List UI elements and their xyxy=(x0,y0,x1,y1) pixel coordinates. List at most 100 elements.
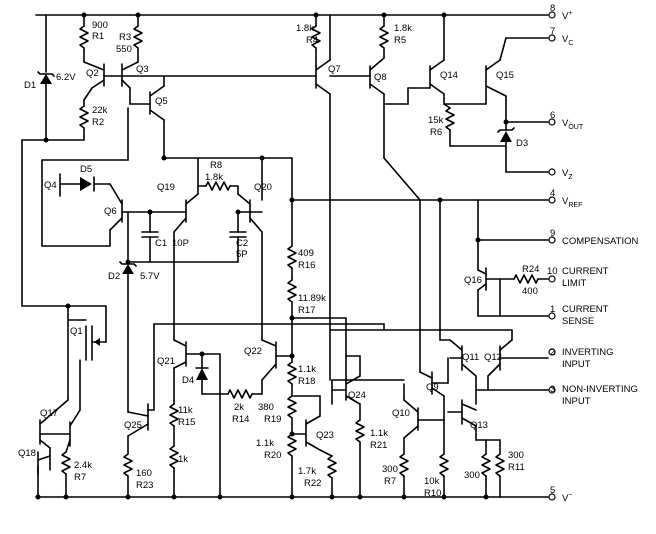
pin-10-label: 10 CURRENT LIMIT xyxy=(547,266,609,289)
r6-value: 15k xyxy=(428,115,444,126)
svg-text:NON-INVERTING: NON-INVERTING xyxy=(562,384,638,395)
r7b-value: 300 xyxy=(382,464,398,475)
svg-text:7: 7 xyxy=(550,26,555,37)
q3-label: Q3 xyxy=(136,64,149,75)
d1-value: 6.2V xyxy=(56,72,76,83)
svg-text:VREF: VREF xyxy=(562,196,582,209)
r3-value: 550 xyxy=(116,44,132,55)
q16-label: Q16 xyxy=(464,275,482,286)
r22-value: 1.7k xyxy=(298,466,316,477)
q6-label: Q6 xyxy=(104,206,117,217)
c1-value: 10P xyxy=(172,238,189,249)
svg-text:VOUT: VOUT xyxy=(562,118,584,131)
r6-ref: R6 xyxy=(430,127,442,138)
q1-label: Q1 xyxy=(70,326,83,337)
q11-label: Q11 xyxy=(462,352,479,363)
d1-ref: D1 xyxy=(24,80,36,91)
r1-ref: R1 xyxy=(92,31,104,42)
r23-ref: R23 xyxy=(136,480,153,491)
c1-ref: C1 xyxy=(155,238,167,249)
r4-value: 1.8k xyxy=(296,23,314,34)
q24-label: Q24 xyxy=(348,390,366,401)
d2-ref: D2 xyxy=(108,271,120,282)
q23-label: Q23 xyxy=(316,430,334,441)
d4-ref: D4 xyxy=(182,375,194,386)
svg-text:CURRENT: CURRENT xyxy=(562,304,609,315)
r4-ref: R4 xyxy=(306,35,318,46)
r20-ref: R20 xyxy=(264,450,281,461)
r7a-ref: R7 xyxy=(74,472,86,483)
svg-text:4: 4 xyxy=(550,188,555,199)
svg-text:SENSE: SENSE xyxy=(562,316,594,327)
q10-label: Q10 xyxy=(392,408,410,419)
r5-value: 1.8k xyxy=(394,23,412,34)
r18-value: 1.1k xyxy=(298,364,316,375)
r21-value: 1.1k xyxy=(370,428,388,439)
r19-value: 380 xyxy=(258,402,274,413)
q8-label: Q8 xyxy=(374,72,387,83)
q2-label: Q2 xyxy=(86,68,99,79)
svg-text:V+: V+ xyxy=(562,10,572,22)
q18-label: Q18 xyxy=(18,448,36,459)
d2-value: 5.7V xyxy=(140,271,160,282)
r2-ref: R2 xyxy=(92,117,104,128)
r18-ref: R18 xyxy=(298,376,315,387)
d5-ref: D5 xyxy=(80,164,92,175)
r15-value: 11k xyxy=(178,405,193,416)
r1-value: 900 xyxy=(92,20,108,31)
r8-value: 1.8k xyxy=(205,172,223,183)
r11-value: 300 xyxy=(508,450,524,461)
pin-7-label: 7 VC xyxy=(550,26,573,47)
r17-value: 11.89k xyxy=(298,293,326,304)
r15-ref: R15 xyxy=(178,417,195,428)
pin-1-label: 1 CURRENT SENSE xyxy=(550,304,609,327)
svg-text:CURRENT: CURRENT xyxy=(562,266,609,277)
r7a-value: 2.4k xyxy=(74,460,92,471)
q13-label: Q13 xyxy=(470,420,488,431)
svg-text:3: 3 xyxy=(550,384,555,395)
svg-text:INPUT: INPUT xyxy=(562,359,591,370)
q14-label: Q14 xyxy=(440,70,458,81)
svg-text:INVERTING: INVERTING xyxy=(562,347,614,358)
r11-ref: R11 xyxy=(508,462,525,473)
pin-3-label: 3 NON-INVERTING INPUT xyxy=(550,384,638,407)
svg-text:VC: VC xyxy=(562,34,573,47)
r10-value: 10k xyxy=(424,476,440,487)
svg-text:2: 2 xyxy=(550,347,555,358)
pin-8-label: 8 V+ xyxy=(550,3,572,22)
pin-6-label: 6 VOUT xyxy=(550,110,584,131)
q9-label: Q9 xyxy=(426,382,439,393)
r5-ref: R5 xyxy=(394,35,406,46)
svg-text:V−: V− xyxy=(562,492,572,504)
d3-ref: D3 xyxy=(516,138,528,149)
r16-value: 409 xyxy=(298,248,314,259)
c2-value: 5P xyxy=(236,249,248,260)
r11b-value: 300 xyxy=(464,470,480,481)
svg-text:1: 1 xyxy=(550,304,555,315)
svg-text:8: 8 xyxy=(550,3,555,14)
svg-text:5: 5 xyxy=(550,485,555,496)
q20-label: Q20 xyxy=(254,182,272,193)
r16-ref: R16 xyxy=(298,260,315,271)
r10-ref: R10 xyxy=(424,488,441,499)
r14-ref: R14 xyxy=(232,414,249,425)
r2-value: 22k xyxy=(92,105,108,116)
r19-ref: R19 xyxy=(264,414,281,425)
r17-ref: R17 xyxy=(298,305,315,316)
svg-text:COMPENSATION: COMPENSATION xyxy=(562,236,638,247)
q22-label: Q22 xyxy=(244,346,262,357)
q21-label: Q21 xyxy=(157,356,175,367)
pin-vz-label: VZ xyxy=(562,168,573,181)
q15-label: Q15 xyxy=(496,70,514,81)
r22-ref: R22 xyxy=(304,478,321,489)
r24-ref: R24 xyxy=(522,264,539,275)
r21-ref: R21 xyxy=(370,440,387,451)
svg-text:VZ: VZ xyxy=(562,168,573,181)
svg-text:LIMIT: LIMIT xyxy=(562,278,586,289)
svg-text:10: 10 xyxy=(547,266,558,277)
svg-text:9: 9 xyxy=(550,228,555,239)
q4-label: Q4 xyxy=(44,180,57,191)
svg-text:INPUT: INPUT xyxy=(562,396,591,407)
pin-4-label: 4 VREF xyxy=(550,188,582,209)
